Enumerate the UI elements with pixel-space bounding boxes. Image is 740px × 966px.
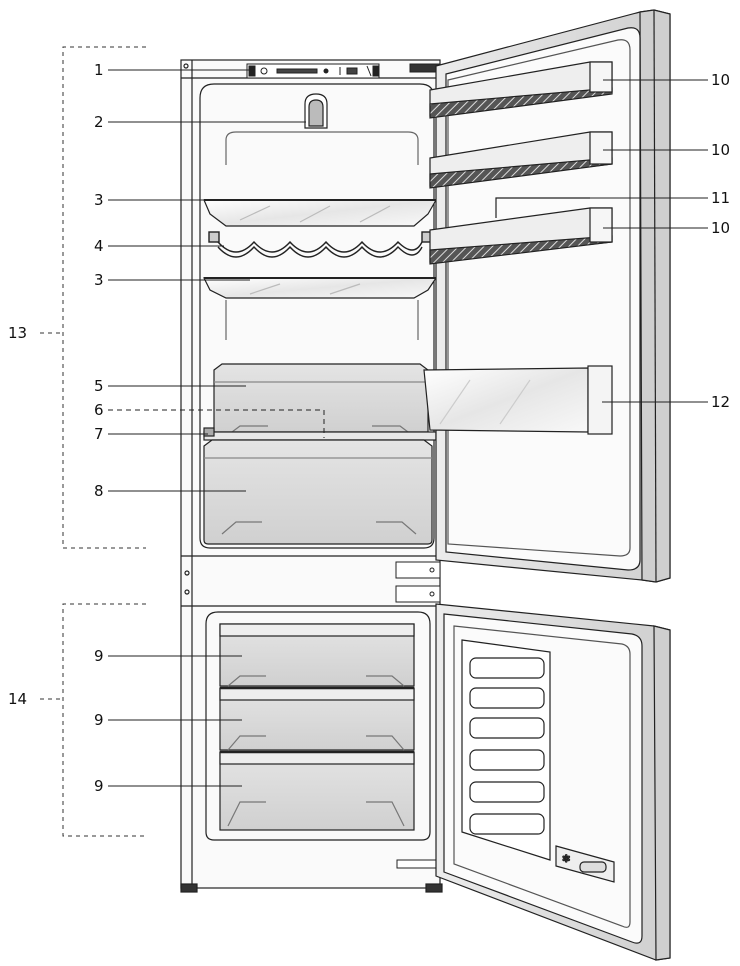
freezer-drawer-bottom [219,750,415,831]
bracket-freezer [40,603,146,837]
callout-11: 11 [711,189,730,207]
interior-light [304,93,328,129]
control-panel [246,63,380,79]
callout-12: 12 [711,393,730,411]
callout-10-lower: 10 [711,219,730,237]
bottle-rack [208,231,433,258]
glass-shelf-top [203,199,438,227]
callout-8: 8 [94,482,104,500]
freezer-drawer-top [219,623,415,687]
door-balcony-middle [429,131,613,189]
callout-6: 6 [94,401,104,419]
callout-9-top: 9 [94,647,104,665]
callout-5: 5 [94,377,104,395]
door-balcony-top [429,61,613,119]
callout-14: 14 [8,690,27,708]
callout-9-middle: 9 [94,711,104,729]
callout-10-top: 10 [711,71,730,89]
crisper-drawer [203,439,433,545]
callout-7: 7 [94,425,104,443]
leader-lines [108,69,708,787]
callout-3-upper: 3 [94,191,104,209]
door-balcony-lower [429,197,613,265]
freezer-drawer-middle [219,686,415,751]
fridge-compartment [199,83,435,549]
glass-shelf-middle [203,277,438,299]
svg-text:✻: ✻ [562,854,570,865]
freezer-door: ✻ [435,603,671,961]
callout-labels: 1 2 3 4 3 5 6 7 8 9 9 9 10 10 11 10 12 1… [8,61,730,795]
callout-3-lower: 3 [94,271,104,289]
freezer-compartment [205,611,431,841]
callout-10-middle: 10 [711,141,730,159]
chiller-box [213,363,429,433]
bracket-fridge [40,46,146,549]
callout-2: 2 [94,113,104,131]
hinge-brackets [395,63,441,869]
callout-13: 13 [8,324,27,342]
door-bottle-balcony [423,365,613,435]
callout-1: 1 [94,61,104,79]
callout-9-bottom: 9 [94,777,104,795]
callout-4: 4 [94,237,104,255]
